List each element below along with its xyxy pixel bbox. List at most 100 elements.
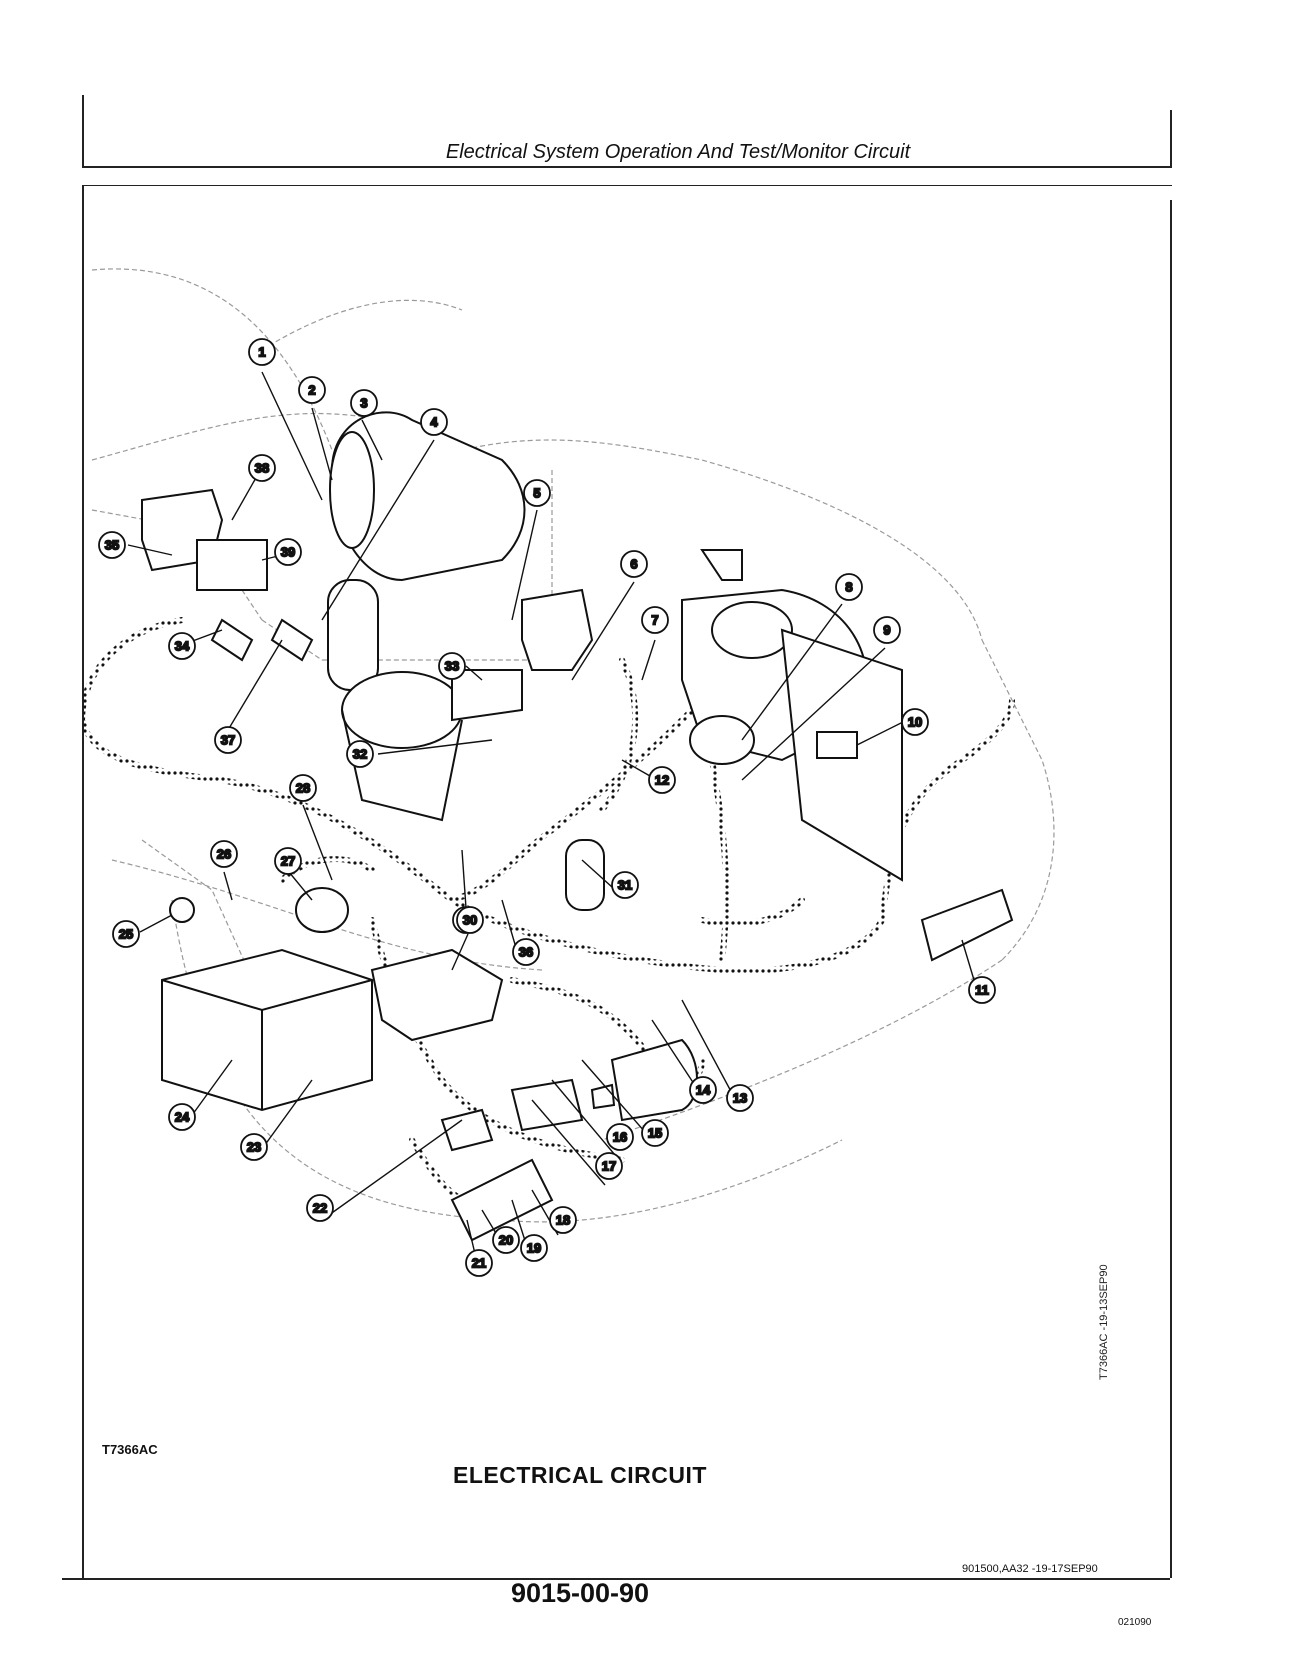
svg-text:24: 24 <box>175 1110 190 1125</box>
drier-canister <box>327 579 379 691</box>
svg-text:32: 32 <box>353 747 367 762</box>
relay-10 <box>816 731 858 759</box>
svg-text:27: 27 <box>281 854 295 869</box>
sender-25 <box>169 897 195 923</box>
svg-text:2: 2 <box>308 383 315 398</box>
intake-manifold-33 <box>451 669 523 722</box>
callout-24: 24 <box>168 1103 196 1131</box>
svg-text:16: 16 <box>613 1130 627 1145</box>
header-left-rule <box>82 95 84 167</box>
callout-39: 39 <box>274 538 302 566</box>
svg-text:5: 5 <box>533 486 540 501</box>
svg-text:38: 38 <box>255 461 269 476</box>
svg-text:33: 33 <box>445 659 459 674</box>
callout-4: 4 <box>420 408 448 436</box>
callout-25: 25 <box>112 920 140 948</box>
components <box>141 411 1014 1242</box>
callout-23: 23 <box>240 1133 268 1161</box>
svg-text:26: 26 <box>217 847 231 862</box>
svg-text:3: 3 <box>360 396 367 411</box>
callout-38: 38 <box>248 454 276 482</box>
svg-text:1: 1 <box>258 345 265 360</box>
frame-bottom-rule <box>62 1578 1170 1580</box>
callout-22: 22 <box>306 1194 334 1222</box>
svg-text:9: 9 <box>883 623 890 638</box>
svg-text:39: 39 <box>281 545 295 560</box>
page-number: 9015-00-90 <box>510 1578 650 1608</box>
callout-20: 20 <box>492 1226 520 1254</box>
svg-text:17: 17 <box>602 1159 616 1174</box>
callout-18: 18 <box>549 1206 577 1234</box>
fuse-panel-30 <box>370 948 504 1042</box>
callout-14: 14 <box>689 1076 717 1104</box>
key-switch-panel <box>450 1158 554 1242</box>
svg-text:7: 7 <box>651 613 658 628</box>
callout-3: 3 <box>350 389 378 417</box>
vehicle-body-outline <box>91 268 1055 1223</box>
callout-19: 19 <box>520 1234 548 1262</box>
callout-5: 5 <box>523 479 551 507</box>
svg-text:30: 30 <box>463 913 477 928</box>
reservoir-5 <box>521 588 594 671</box>
callout-11: 11 <box>968 976 996 1004</box>
alternator-8 <box>689 715 755 765</box>
callout-12: 12 <box>648 766 676 794</box>
frame-right-rule <box>1170 200 1172 1578</box>
callout-37: 37 <box>214 726 242 754</box>
svg-text:13: 13 <box>733 1091 747 1106</box>
svg-text:4: 4 <box>430 415 438 430</box>
callout-9: 9 <box>873 616 901 644</box>
header-right-rule <box>1170 110 1172 168</box>
svg-text:37: 37 <box>221 733 235 748</box>
callout-32: 32 <box>346 740 374 768</box>
svg-text:12: 12 <box>655 773 669 788</box>
figure-caption: ELECTRICAL CIRCUIT <box>453 1462 707 1488</box>
valve-block-39 <box>196 539 268 591</box>
page-header-title: Electrical System Operation And Test/Mon… <box>445 141 911 163</box>
air-cleaner <box>341 671 463 749</box>
callout-33: 33 <box>438 652 466 680</box>
frame-top-rule <box>82 185 1172 186</box>
callout-17: 17 <box>595 1152 623 1180</box>
svg-text:11: 11 <box>975 983 989 998</box>
callout-34: 34 <box>168 632 196 660</box>
callout-16: 16 <box>606 1123 634 1151</box>
svg-text:21: 21 <box>472 1256 486 1271</box>
header-bottom-rule <box>82 166 1172 168</box>
svg-text:15: 15 <box>648 1126 662 1141</box>
battery-24 <box>161 948 373 1112</box>
callout-15: 15 <box>641 1119 669 1147</box>
svg-text:35: 35 <box>105 538 119 553</box>
callout-8: 8 <box>835 573 863 601</box>
callout-28: 28 <box>289 774 317 802</box>
svg-text:31: 31 <box>618 878 632 893</box>
callout-26: 26 <box>210 840 238 868</box>
callout-7: 7 <box>641 606 669 634</box>
svg-text:20: 20 <box>499 1233 513 1248</box>
svg-text:10: 10 <box>908 715 922 730</box>
electrical-circuit-illustration: 1 2 3 4 5 6 7 8 9 10 11 12 13 14 15 16 1… <box>82 268 1055 1277</box>
callout-1: 1 <box>248 338 276 366</box>
callout-30-label: 30 <box>456 906 484 934</box>
solenoid-27 <box>295 887 349 933</box>
callout-6: 6 <box>620 550 648 578</box>
frame-left-rule <box>82 185 84 1580</box>
svg-text:25: 25 <box>119 927 133 942</box>
svg-text:22: 22 <box>313 1201 327 1216</box>
callout-13: 13 <box>726 1084 754 1112</box>
reference-code: 901500,AA32 -19-17SEP90 <box>962 1563 1098 1575</box>
svg-text:23: 23 <box>247 1140 261 1155</box>
callouts: 1 2 3 4 5 6 7 8 9 10 11 12 13 14 15 16 1… <box>98 338 996 1277</box>
callout-31: 31 <box>611 871 639 899</box>
date-code: 021090 <box>1118 1617 1152 1628</box>
svg-text:18: 18 <box>556 1213 570 1228</box>
callout-10: 10 <box>901 708 929 736</box>
coil-31 <box>565 839 605 911</box>
svg-text:36: 36 <box>519 945 533 960</box>
callout-35: 35 <box>98 531 126 559</box>
callout-27: 27 <box>274 847 302 875</box>
svg-text:6: 6 <box>630 557 637 572</box>
sensor-22 <box>440 1108 494 1152</box>
callout-2: 2 <box>298 376 326 404</box>
callout-21: 21 <box>465 1249 493 1277</box>
